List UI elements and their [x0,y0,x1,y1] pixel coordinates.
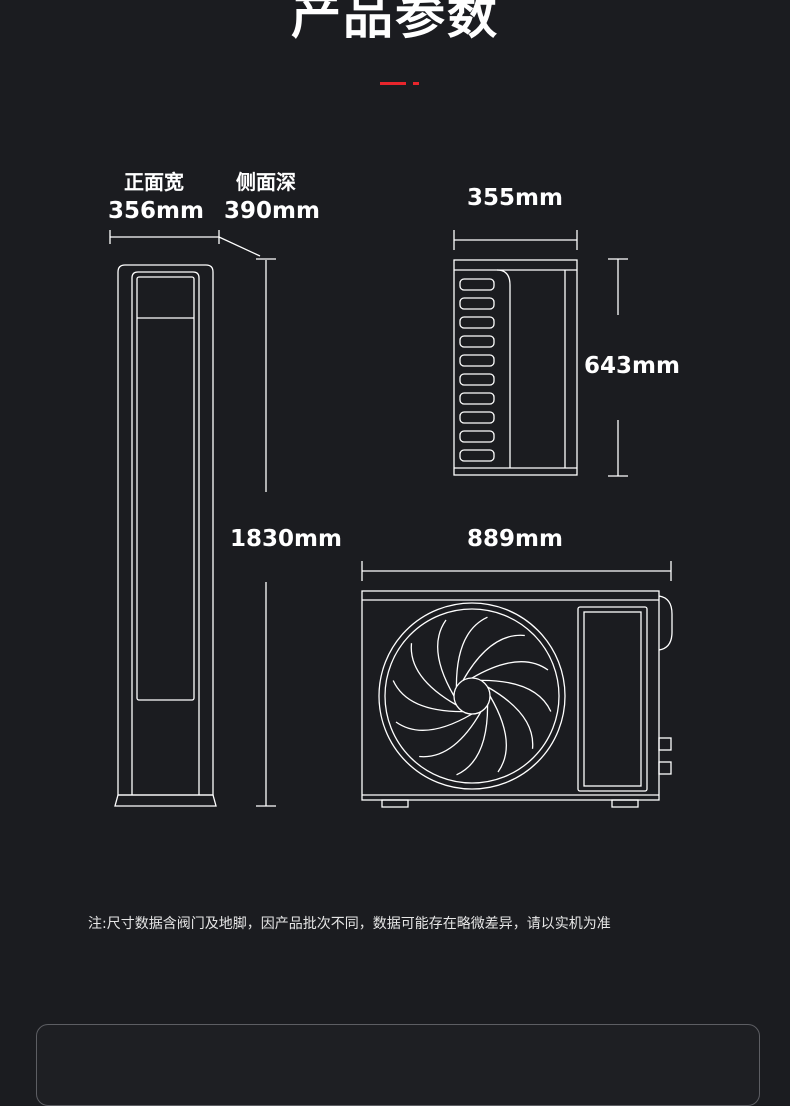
footnote: 注:尺寸数据含阀门及地脚，因产品批次不同，数据可能存在略微差异，请以实机为准 [88,916,611,932]
indoor-unit-drawing [114,264,217,807]
indoor-depth-value: 390mm [224,198,320,224]
outdoor-front-width-value: 889mm [467,526,563,552]
indoor-height-value: 1830mm [230,526,342,552]
page-title: 产品参数 [291,0,499,45]
indoor-width-label: 正面宽 [124,170,184,194]
indoor-depth-dimension [218,236,276,260]
indoor-width-value: 356mm [108,198,204,224]
outdoor-side-drawing [453,259,578,476]
fan-blades [392,616,552,776]
outdoor-side-width-dimension [453,230,578,250]
outdoor-front-width-dimension [361,561,672,581]
title-accent-line [380,82,406,85]
indoor-width-dimension [109,230,220,244]
outdoor-side-width-value: 355mm [467,185,563,211]
product-dimension-drawing [109,230,673,808]
outdoor-side-height-dimension [608,258,628,477]
next-section-card [36,1024,760,1106]
title-accent-dot [413,82,419,85]
indoor-height-dimension [256,260,276,807]
indoor-depth-label: 侧面深 [236,170,296,194]
outdoor-front-drawing [361,590,673,808]
outdoor-side-height-value: 643mm [584,353,680,379]
